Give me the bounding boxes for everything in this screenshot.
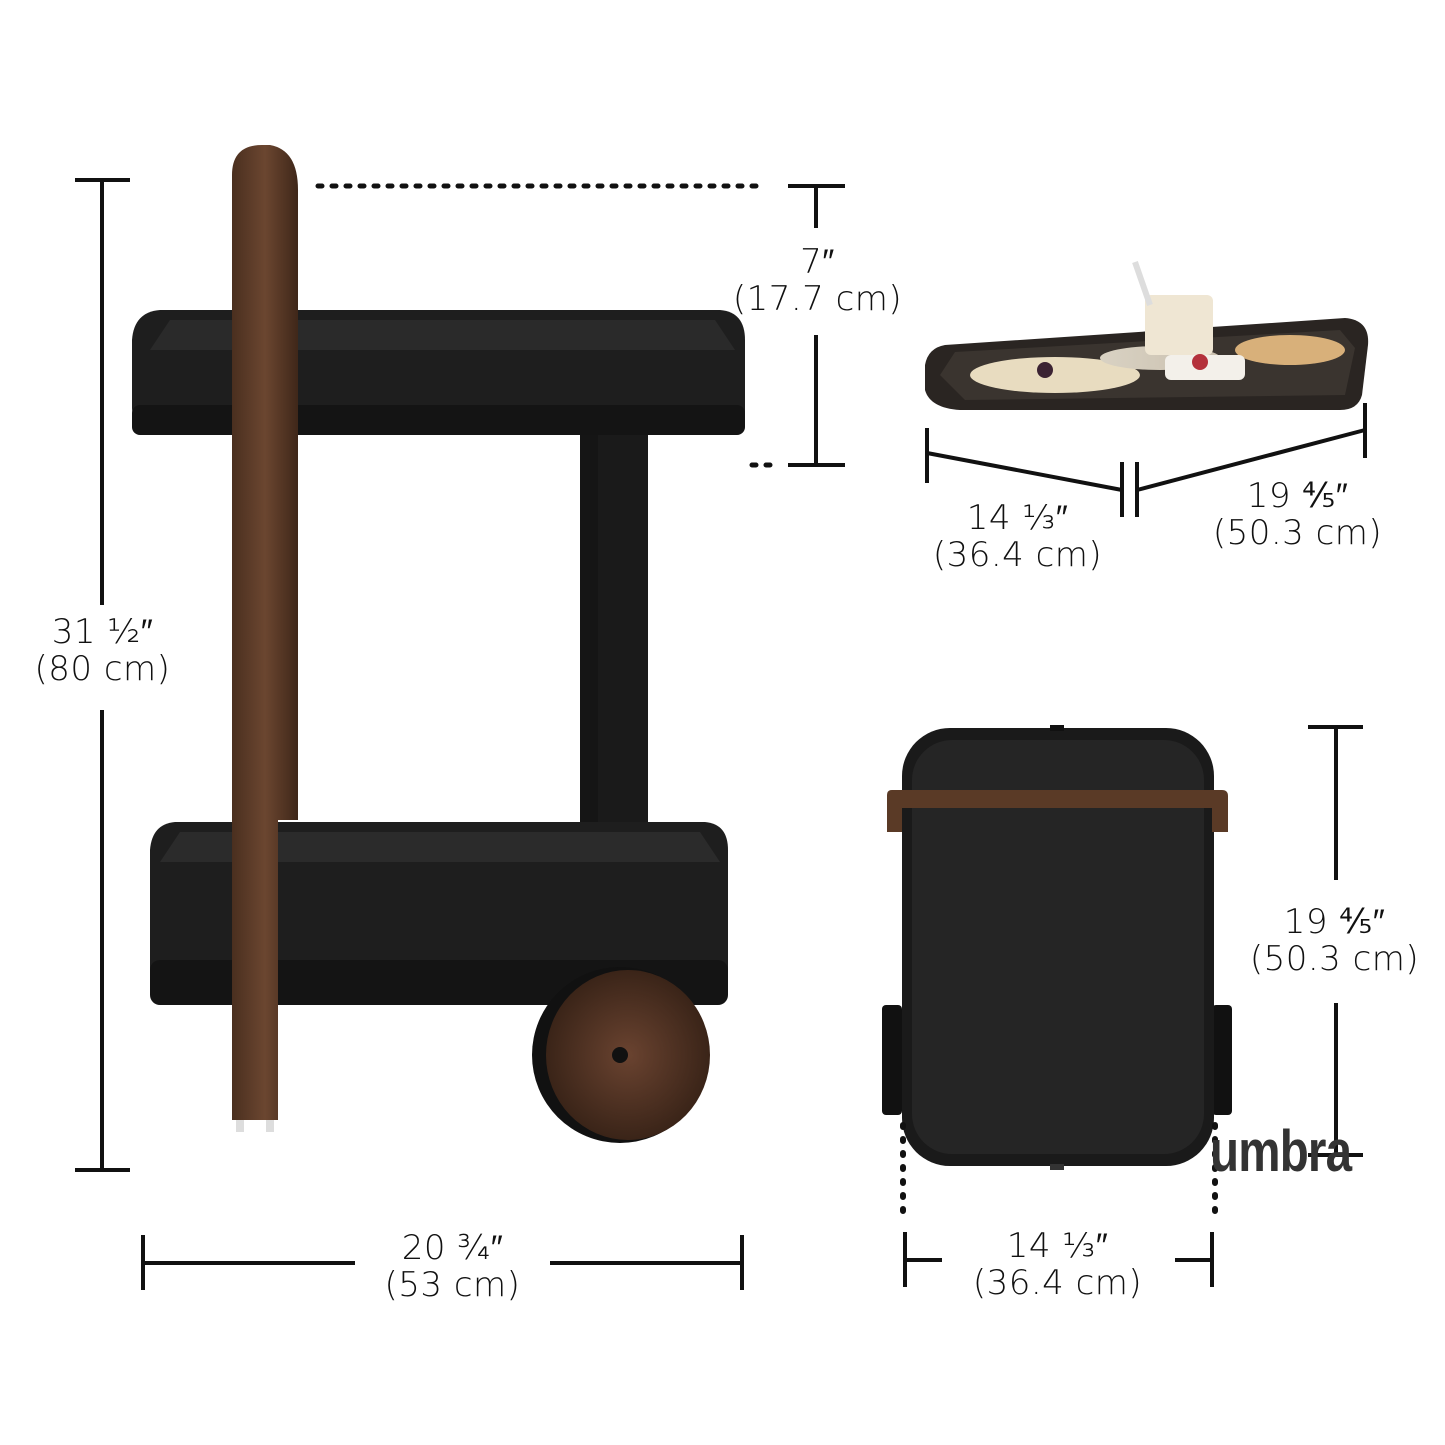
overall-height-metric: (80 cm)	[34, 649, 171, 689]
height-dimension-line	[75, 178, 130, 1172]
tray-length-label: 19 ⅘″ (50.3 cm)	[1195, 478, 1400, 552]
width-dimension-line	[141, 1235, 744, 1290]
tray-width-label: 14 ⅓″ (36.4 cm)	[915, 500, 1120, 574]
overall-width-metric: (53 cm)	[384, 1265, 521, 1305]
top-view-length-metric: (50.3 cm)	[1249, 939, 1420, 979]
top-width-dimension-line	[900, 1122, 1218, 1287]
top-view-width-label: 14 ⅓″ (36.4 cm)	[955, 1228, 1160, 1302]
overall-width-label: 20 ¾″ (53 cm)	[355, 1230, 550, 1304]
top-view-width-metric: (36.4 cm)	[972, 1263, 1143, 1303]
top-view-width-imperial: 14 ⅓″	[1006, 1226, 1109, 1266]
handle-clearance-label: 7″ (17.7 cm)	[720, 244, 915, 318]
brand-logo: umbra	[1210, 1119, 1352, 1184]
overall-width-imperial: 20 ¾″	[401, 1228, 504, 1268]
tray-width-imperial: 14 ⅓″	[966, 498, 1069, 538]
cart-top-view	[882, 725, 1232, 1170]
handle-clearance-metric: (17.7 cm)	[732, 279, 903, 319]
tray-dimension-lines	[925, 403, 1367, 517]
tray-illustration	[925, 261, 1369, 410]
cart-side-view	[132, 145, 745, 1143]
tray-width-metric: (36.4 cm)	[932, 535, 1103, 575]
overall-height-imperial: 31 ½″	[51, 612, 154, 652]
tray-length-metric: (50.3 cm)	[1212, 513, 1383, 553]
clearance-dimension-line	[315, 183, 845, 468]
top-view-length-label: 19 ⅘″ (50.3 cm)	[1232, 904, 1437, 978]
overall-height-label: 31 ½″ (80 cm)	[10, 614, 195, 688]
handle-clearance-imperial: 7″	[800, 242, 835, 282]
top-length-dimension-line	[1308, 725, 1363, 1157]
top-view-length-imperial: 19 ⅘″	[1283, 902, 1386, 942]
tray-length-imperial: 19 ⅘″	[1246, 476, 1349, 516]
